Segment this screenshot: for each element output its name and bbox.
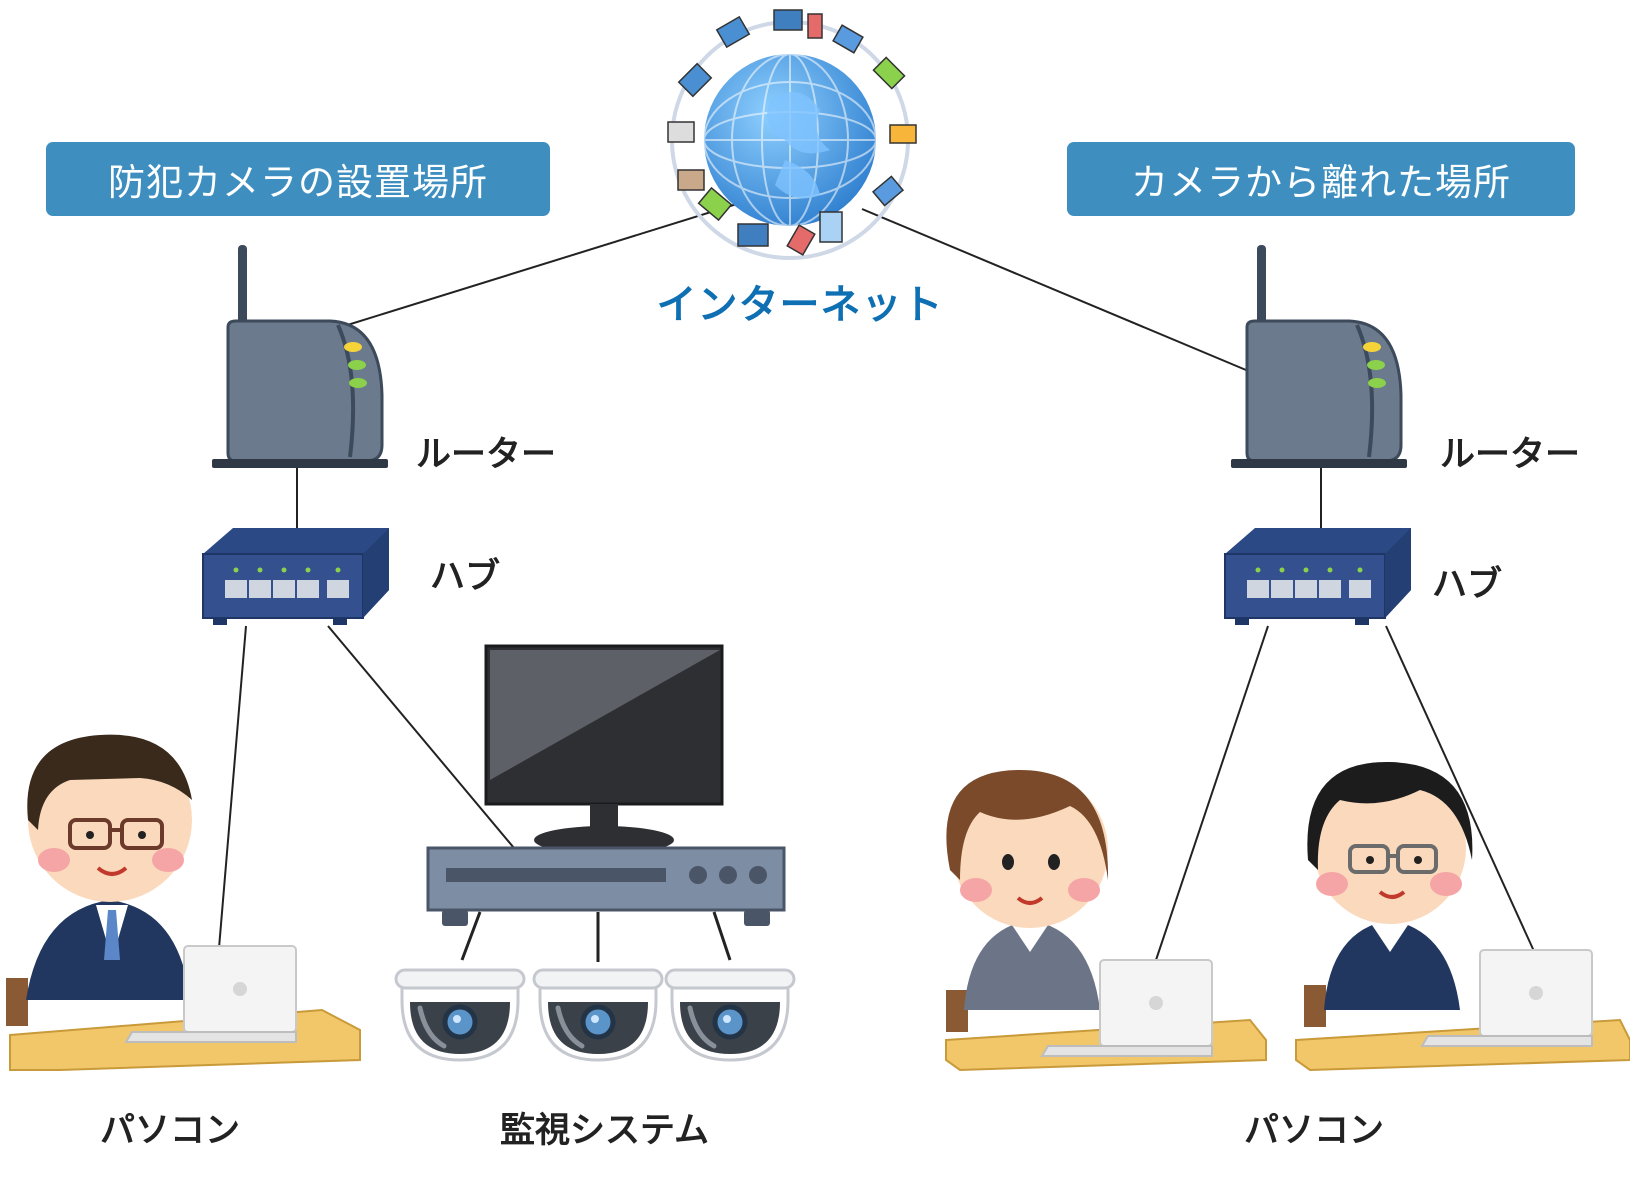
dome-camera-icon (666, 970, 794, 1060)
pc-label-right: パソコン (1244, 1111, 1385, 1151)
internet-to-left-router-line (340, 202, 741, 328)
hub-label-right: ハブ (1432, 565, 1503, 605)
monitoring-system-label: 監視システム (500, 1111, 709, 1151)
dome-camera-icon (534, 970, 662, 1060)
router-label-left: ルーター (416, 435, 557, 475)
internet-to-right-router-line (861, 208, 1247, 371)
dome-camera-icon (396, 970, 524, 1060)
right-hub-to-pc1-line (1155, 625, 1269, 961)
person-icon (6, 734, 192, 1026)
router-icon (1229, 243, 1409, 470)
hub-icon (202, 527, 390, 626)
remote-site-label: カメラから離れた場所 (1067, 142, 1575, 216)
person-icon (946, 770, 1109, 1032)
internet-label: インターネット (656, 282, 944, 328)
recorder-icon (426, 846, 786, 926)
camera-site-label: 防犯カメラの設置場所 (46, 142, 550, 216)
left-hub-to-pc-line (217, 625, 247, 961)
hub-icon (1224, 527, 1412, 626)
monitor-icon (484, 644, 724, 854)
router-icon (210, 243, 390, 470)
pc-label-left: パソコン (100, 1111, 241, 1151)
globe-icon (667, 9, 917, 260)
connection-lines (217, 202, 1539, 961)
left-hub-to-monitoring-line (327, 625, 515, 849)
person-icon (1304, 761, 1473, 1027)
right-hub-to-pc2-line (1385, 625, 1539, 961)
router-label-right: ルーター (1440, 435, 1581, 475)
hub-label-left: ハブ (430, 557, 501, 597)
